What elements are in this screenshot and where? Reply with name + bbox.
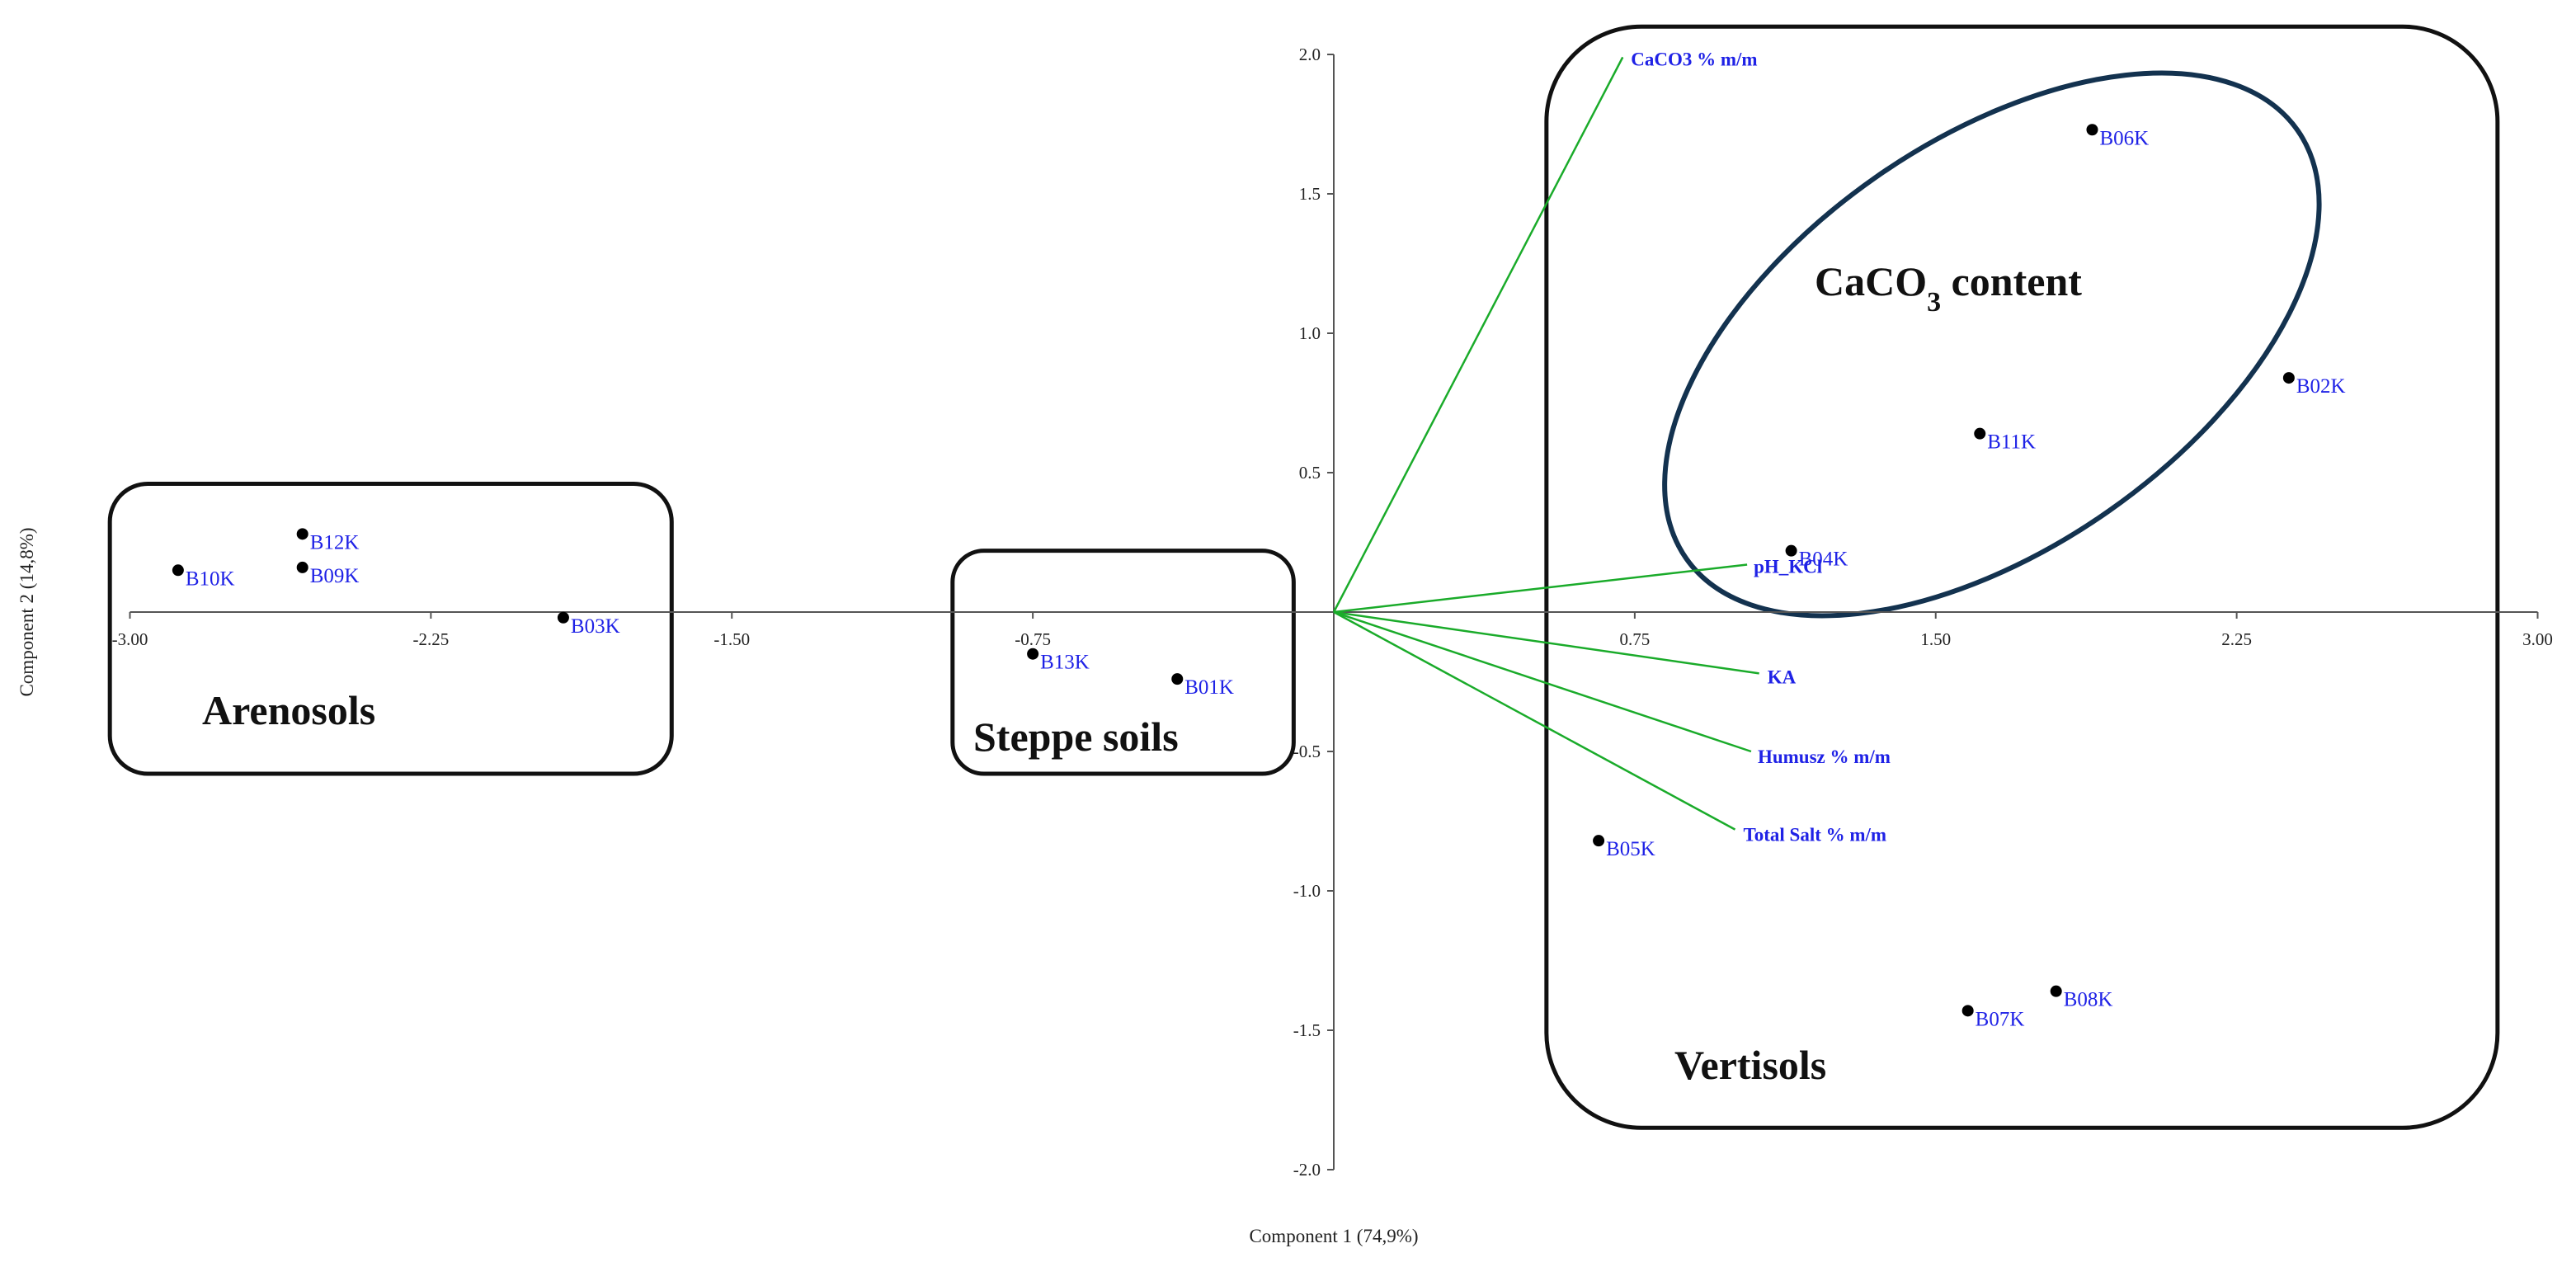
y-tick-label: -2.0: [1293, 1160, 1321, 1180]
loading-label: Total Salt % m/m: [1744, 825, 1887, 845]
point-label: B03K: [571, 615, 620, 638]
loading-vector: [1332, 56, 1624, 613]
loading-vector: [1333, 610, 1736, 831]
data-point: [296, 561, 308, 573]
point-label: B04K: [1799, 549, 1848, 571]
x-tick-label: 1.50: [1920, 629, 1951, 649]
y-tick-label: 0.5: [1299, 463, 1321, 483]
group-box-steppe-soils: [950, 549, 1296, 776]
x-tick-label: -2.25: [413, 629, 450, 649]
y-tick-label: -1.5: [1293, 1020, 1321, 1040]
data-point: [2050, 985, 2062, 997]
point-label: B09K: [310, 565, 360, 587]
y-tick-label: 1.5: [1299, 184, 1321, 204]
data-point: [172, 564, 184, 577]
point-label: B08K: [2064, 989, 2113, 1011]
group-shapes-layer: [107, 24, 2500, 1130]
group-label: Steppe soils: [973, 714, 1179, 760]
y-tick-label: -0.5: [1293, 742, 1321, 761]
point-label: B13K: [1040, 652, 1090, 674]
x-tick-label: -1.50: [713, 629, 750, 649]
group-label: Arenosols: [202, 687, 375, 733]
y-tick-label: 1.0: [1299, 323, 1321, 343]
x-tick-label: -0.75: [1015, 629, 1051, 649]
loading-vector: [1333, 563, 1748, 614]
axes-layer: -3.00 -2.25 -1.50 -0.75 0.75 1.50 2.25 3.00 2.0 1…: [16, 45, 2553, 1246]
data-point: [557, 611, 569, 624]
caco3-content-ellipse: [1662, 70, 2322, 619]
data-point: [2086, 124, 2098, 136]
point-label: B07K: [1976, 1008, 2025, 1030]
loading-vectors-layer: [1332, 56, 1759, 831]
loading-label: KA: [1768, 666, 1797, 687]
data-point: [1027, 648, 1039, 660]
data-point: [1785, 544, 1797, 557]
data-point: [1171, 673, 1184, 685]
data-point: [2282, 372, 2295, 384]
y-tick-label: -1.0: [1293, 881, 1321, 901]
group-box-arenosols: [107, 482, 674, 776]
data-point: [1974, 427, 1986, 440]
group-label: Vertisols: [1674, 1042, 1826, 1088]
point-label: B12K: [310, 531, 360, 553]
x-tick-label: 2.25: [2221, 629, 2252, 649]
point-label: B11K: [1987, 431, 2036, 454]
data-points-layer: [172, 124, 2295, 1017]
point-label: B01K: [1184, 676, 1234, 699]
y-tick-label: 2.0: [1299, 45, 1321, 64]
loading-label: pH_KCl: [1754, 557, 1822, 577]
point-label: B10K: [186, 568, 235, 590]
loading-vector: [1333, 610, 1752, 753]
point-label: B06K: [2099, 127, 2149, 149]
point-label: B02K: [2296, 375, 2346, 398]
loading-label: Humusz % m/m: [1758, 747, 1891, 767]
loading-label: CaCO3 % m/m: [1631, 49, 1757, 69]
x-axis-title: Component 1 (74,9%): [1249, 1226, 1418, 1246]
data-point: [1593, 835, 1605, 847]
x-tick-label: -3.00: [112, 629, 148, 649]
point-label: B05K: [1606, 838, 1655, 860]
y-axis-title: Component 2 (14,8%): [16, 527, 37, 696]
group-box-vertisols: [1544, 24, 2500, 1130]
ellipse-label: CaCO3 content: [1815, 258, 2082, 318]
data-point: [1961, 1005, 1974, 1017]
x-tick-label: 0.75: [1620, 629, 1651, 649]
x-tick-label: 3.00: [2522, 629, 2553, 649]
loading-vector: [1333, 610, 1759, 675]
data-point: [296, 528, 308, 540]
